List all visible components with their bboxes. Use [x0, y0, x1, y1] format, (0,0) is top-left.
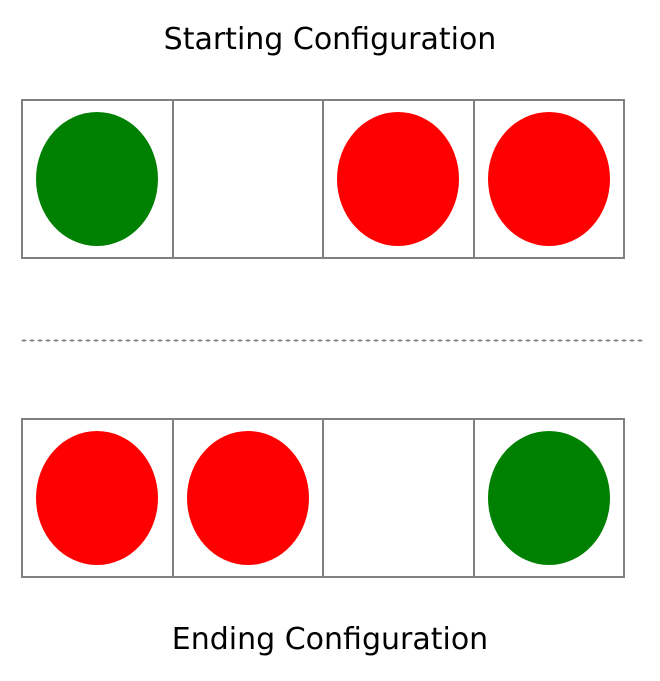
start-cell-2[interactable]	[173, 101, 324, 257]
end-cell-1[interactable]	[23, 420, 174, 576]
end-token-1-red	[36, 431, 159, 565]
end-token-2-red	[186, 431, 309, 565]
start-token-3-red	[337, 112, 460, 246]
start-token-4-red	[487, 112, 610, 246]
section-divider	[20, 339, 645, 342]
end-token-4-green	[487, 431, 610, 565]
end-cell-2[interactable]	[173, 420, 324, 576]
start-token-1-green	[36, 112, 159, 246]
ending-configuration-grid	[21, 418, 625, 578]
start-cell-1[interactable]	[23, 101, 174, 257]
start-cell-4[interactable]	[474, 101, 623, 257]
end-token-3-empty	[337, 431, 459, 565]
starting-configuration-title: Starting Configuration	[163, 22, 497, 57]
start-cell-3[interactable]	[324, 101, 475, 257]
start-token-2-empty	[187, 112, 309, 246]
end-cell-3[interactable]	[324, 420, 475, 576]
starting-configuration-grid	[21, 99, 625, 259]
end-cell-4[interactable]	[474, 420, 623, 576]
ending-configuration-title: Ending Configuration	[171, 622, 489, 657]
